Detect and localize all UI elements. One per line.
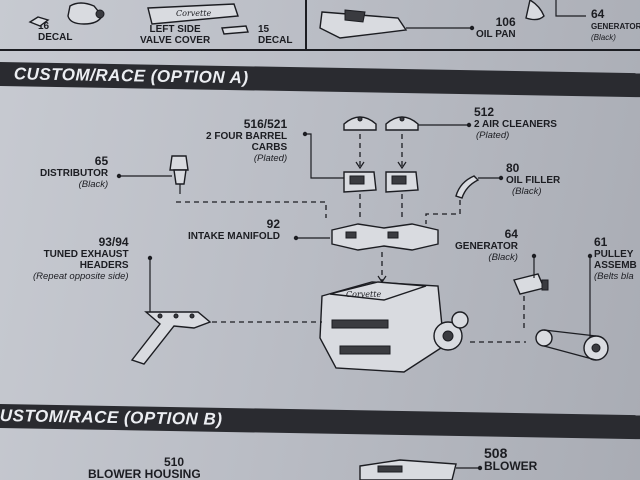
carbs-label: 516/521 2 FOUR BARREL CARBS (Plated) [206,117,288,165]
engine-block-icon: Corvette [319,281,469,373]
air-cleaner-left-icon [343,116,377,131]
carb-left-icon [343,171,377,193]
decal-15-number: 15 [258,24,270,35]
air-cleaners-label: 512 2 AIR CLEANERS (Plated) [474,105,557,142]
pulley-text-2: ASSEMB [594,260,637,271]
generator-top-text: GENERATOR [591,22,640,31]
top-border-box [0,0,307,51]
blower-housing-text: BLOWER HOUSING [88,467,201,480]
decal-16-text: DECAL [38,32,73,43]
air-cleaner-right-icon [385,116,419,131]
blower-housing-number: 510 [164,455,185,469]
oil-pan-label: 106 OIL PAN [476,15,516,41]
carbs-leader [305,133,344,179]
blower-icon [359,459,457,480]
generator-text: GENERATOR [455,241,518,252]
pulley-text-1: PULLEY [594,249,634,260]
generator-top-number: 64 [591,7,605,21]
top-border-box-right [303,0,640,51]
oil-filler-icon [455,175,480,199]
carbs-text-1: 2 FOUR BARREL [206,131,288,142]
distributor-text: DISTRIBUTOR [40,168,109,179]
generator-top-label: 64 GENERATOR (Black) [591,8,640,43]
oil-filler-note: (Black) [512,186,542,197]
pulley-note: (Belts bla [594,271,634,282]
generator-label: 64 GENERATOR (Black) [455,227,518,264]
distributor-icon [169,155,189,194]
oil-pan-number: 106 [495,15,516,29]
distributor-guide [176,201,327,218]
distributor-label: 65 DISTRIBUTOR (Black) [40,154,109,191]
oil-pan-icon [319,9,408,39]
carbs-note: (Plated) [253,153,288,164]
decal-15-label: 15 DECAL [258,24,292,46]
headers-number: 93/94 [98,235,129,249]
blower-housing-label: 510 BLOWER HOUSING [88,456,201,480]
blower-number: 508 [484,445,508,461]
decal-16-number: 16 [38,21,50,32]
valve-cover-text-2: VALVE COVER [140,35,211,46]
small-part-top-icon [67,2,105,25]
intake-manifold-text: INTAKE MANIFOLD [188,231,281,242]
carbs-text-2: CARBS [251,142,288,153]
oil-pan-text: OIL PAN [476,29,516,40]
generator-note: (Black) [488,252,518,263]
distributor-note: (Black) [78,179,109,190]
headers-text-2: HEADERS [79,260,129,271]
decal-16-icon [28,16,50,27]
intake-manifold-label: 92 INTAKE MANIFOLD [188,217,281,243]
decal-15-text: DECAL [258,35,293,46]
pulley-label: 61 PULLEY ASSEMB (Belts bla [594,235,637,283]
headers-note: (Repeat opposite side) [33,271,129,282]
oil-filler-number: 80 [506,161,520,175]
carbs-number: 516/521 [243,117,288,131]
pulley-assembly-icon [535,329,609,361]
oil-filler-text: OIL FILLER [506,175,561,186]
oil-filler-guide [425,200,461,224]
generator-top-icon [525,0,586,21]
valve-cover-label: LEFT SIDE VALVE COVER [140,24,210,46]
generator-top-note: (Black) [591,33,616,42]
intake-manifold-icon [331,223,439,251]
generator-icon [513,273,549,295]
intake-manifold-number: 92 [266,217,281,231]
distributor-number: 65 [94,154,109,168]
headers-label: 93/94 TUNED EXHAUST HEADERS (Repeat oppo… [33,235,129,283]
carb-right-icon [385,171,419,193]
valve-cover-text-1: LEFT SIDE [149,24,201,35]
decal-15-icon [221,25,249,35]
air-cleaners-note: (Plated) [476,130,510,141]
valve-cover-icon: Corvette [147,3,239,25]
headers-text-1: TUNED EXHAUST [43,249,129,260]
engine-script: Corvette [346,290,381,299]
pulley-number: 61 [594,235,608,249]
decal-16-label: 16 DECAL [38,21,72,43]
blower-text: BLOWER [484,459,538,473]
air-cleaners-text: 2 AIR CLEANERS [474,119,557,130]
oil-filler-label: 80 OIL FILLER (Black) [506,161,561,198]
valve-cover-script: Corvette [176,9,211,18]
blower-label: 508 BLOWER [484,446,537,473]
air-cleaners-number: 512 [474,105,495,119]
exhaust-headers-icon [130,311,212,365]
generator-number: 64 [504,227,518,241]
